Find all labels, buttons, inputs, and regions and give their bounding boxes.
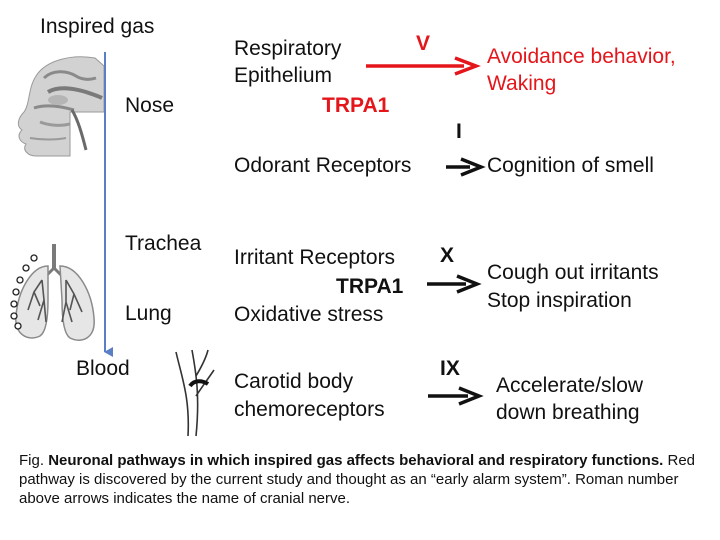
nose-label: Nose (125, 94, 175, 117)
carotid-body-illustration (175, 349, 215, 437)
caption-body: Red pathway is discovered by the current… (19, 452, 696, 507)
caption-prefix: Fig. (19, 452, 49, 469)
blood-label: Blood (76, 357, 130, 380)
trpa1-nose-label: TRPA1 (322, 94, 390, 117)
carotid-body-label-line2: chemoreceptors (234, 398, 385, 421)
nerve-i-label: I (456, 120, 462, 143)
pathway-v-arrow (366, 56, 481, 76)
figure-caption: Fig. Neuronal pathways in which inspired… (19, 451, 709, 508)
irritant-receptors-label: Irritant Receptors (234, 246, 396, 269)
carotid-body-label-line1: Carotid body (234, 370, 354, 393)
avoidance-behavior-label-line1: Avoidance behavior, (487, 45, 676, 68)
head-profile-illustration (17, 56, 105, 157)
caption-title: Neuronal pathways in which inspired gas … (48, 452, 664, 469)
accelerate-breathing-label-line1: Accelerate/slow (496, 374, 644, 397)
lung-illustration (10, 244, 95, 341)
nerve-v-label: V (416, 32, 431, 55)
inspired-gas-label: Inspired gas (40, 15, 155, 38)
lung-label: Lung (125, 302, 172, 325)
nerve-x-label: X (440, 244, 455, 267)
stop-inspiration-label: Stop inspiration (487, 289, 632, 312)
respiratory-epithelium-label-line2: Epithelium (234, 64, 333, 87)
respiratory-epithelium-label-line1: Respiratory (234, 37, 342, 60)
odorant-receptors-label: Odorant Receptors (234, 154, 412, 177)
oxidative-stress-label: Oxidative stress (234, 303, 384, 326)
trpa1-lung-label: TRPA1 (336, 275, 404, 298)
avoidance-behavior-label-line2: Waking (487, 72, 557, 95)
nerve-ix-label: IX (440, 357, 460, 380)
pathway-x-arrow (427, 274, 482, 294)
diagram-graphics (10, 52, 486, 437)
accelerate-breathing-label-line2: down breathing (496, 401, 640, 424)
cognition-of-smell-label: Cognition of smell (487, 154, 654, 177)
pathway-i-arrow (446, 157, 486, 177)
trachea-label: Trachea (125, 232, 202, 255)
pathway-ix-arrow (428, 386, 484, 406)
cough-out-irritants-label: Cough out irritants (487, 261, 659, 284)
